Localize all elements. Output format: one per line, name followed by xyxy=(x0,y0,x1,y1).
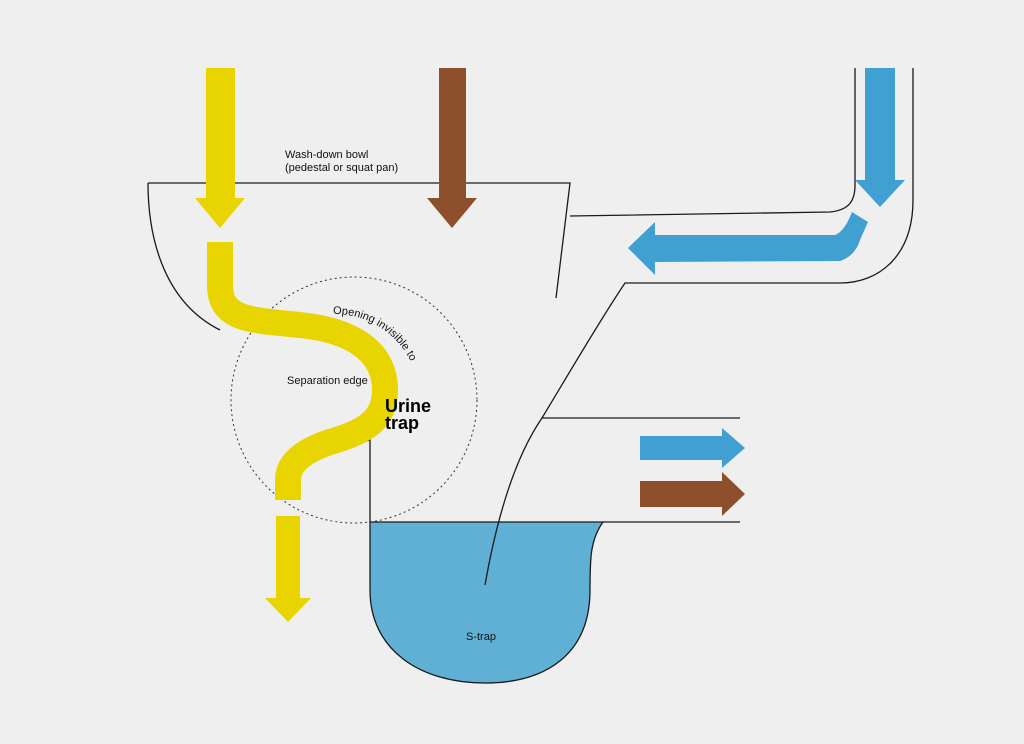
bowl-label-line2: (pedestal or squat pan) xyxy=(285,162,398,174)
feces-inlet-arrow xyxy=(427,68,477,228)
water-outlet-arrow xyxy=(640,428,745,468)
urine-outlet-arrow xyxy=(265,516,311,622)
bowl-outline xyxy=(147,68,914,586)
s-trap-water xyxy=(369,521,605,684)
urine-trap-zone xyxy=(230,276,478,524)
urine-trap-label-line2: trap xyxy=(385,413,419,433)
urine-trap-label-line1: Urine xyxy=(385,396,431,416)
bowl-label-line1: Wash-down bowl xyxy=(285,149,368,161)
separation-edge-label: Separation edge xyxy=(287,375,368,387)
water-flush-arrow xyxy=(628,212,868,275)
s-trap-label: S-trap xyxy=(466,631,496,643)
feces-outlet-arrow xyxy=(640,472,745,516)
water-inlet-arrow xyxy=(855,68,905,207)
urine-inlet-arrow xyxy=(195,68,245,228)
urine-channel xyxy=(207,242,398,500)
urine-flow xyxy=(195,68,398,622)
